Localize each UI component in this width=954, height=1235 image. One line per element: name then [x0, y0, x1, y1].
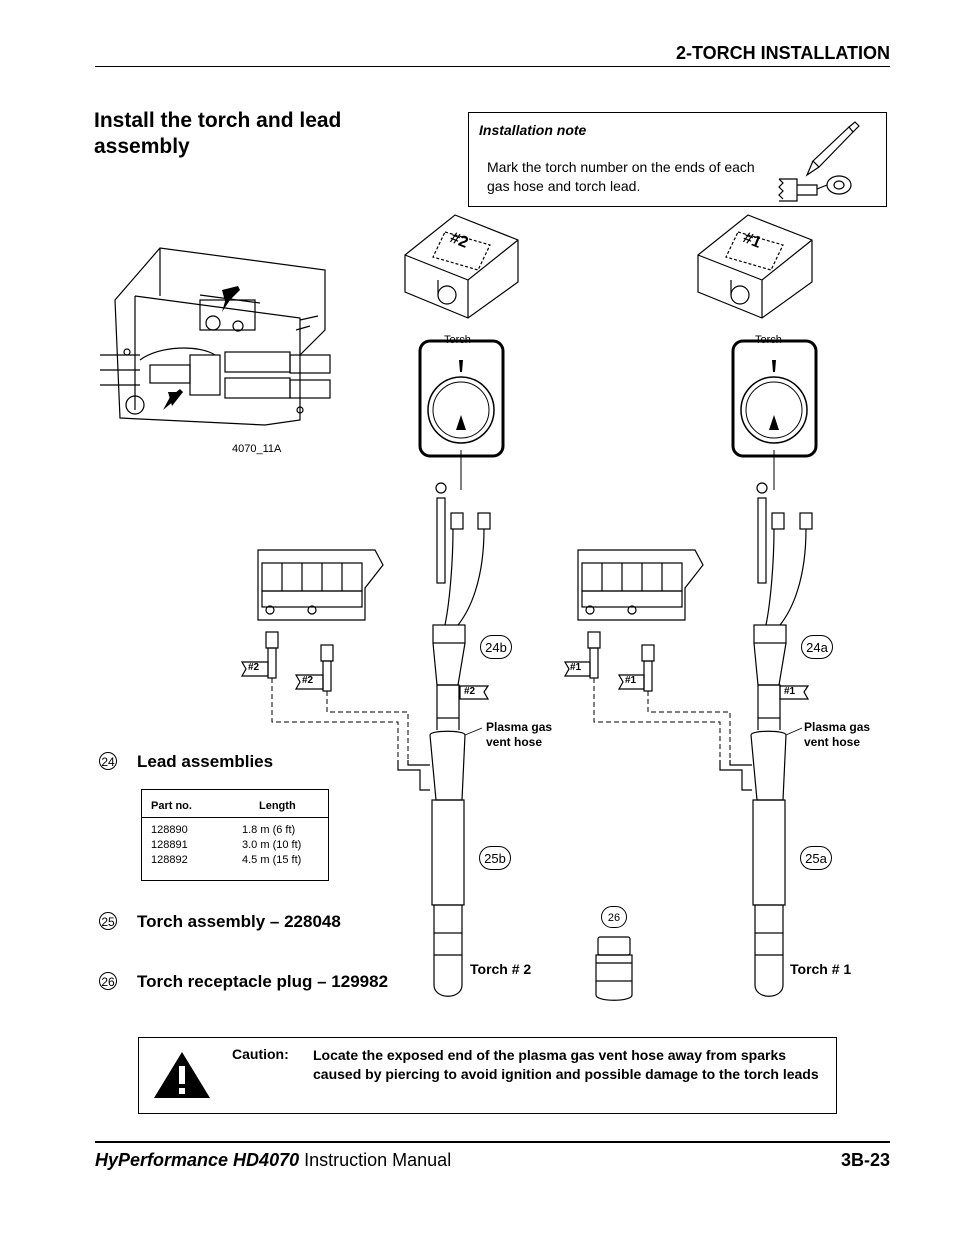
footer-brand: HyPerformance HD4070	[95, 1150, 300, 1170]
caution-text: Locate the exposed end of the plasma gas…	[313, 1047, 819, 1082]
figure-code: 4070_11A	[232, 443, 282, 455]
item-label-lead-assemblies: Lead assemblies	[137, 752, 274, 771]
hose-tag-2a: #2	[248, 662, 260, 673]
table-row-3-part: 128892	[151, 854, 188, 866]
hose-tag-1a: #1	[570, 662, 582, 673]
callout-25b: 25b	[479, 846, 511, 870]
table-row-2-length: 3.0 m (10 ft)	[242, 839, 302, 851]
torch-label-right: Torch	[755, 334, 782, 346]
table-row-3-length: 4.5 m (15 ft)	[242, 854, 302, 866]
table-header-part-no: Part no.	[151, 800, 192, 812]
installation-note-box: Installation note Mark the torch number …	[468, 112, 887, 207]
lead-tag-1: #1	[784, 686, 796, 697]
page-number: 3B-23	[840, 1150, 890, 1170]
header-rule	[95, 66, 890, 67]
item-label-torch-assembly: Torch assembly – 228048	[137, 912, 341, 931]
vent-hose-label-left: Plasma gas vent hose	[486, 720, 553, 749]
torch-1-label: Torch # 1	[790, 961, 852, 977]
footer-manual-text: Instruction Manual	[299, 1150, 452, 1170]
torch-label-left: Torch	[444, 334, 471, 346]
callout-24a: 24a	[801, 635, 833, 659]
footer-manual-title: HyPerformance HD4070 Instruction Manual	[95, 1150, 451, 1171]
table-row-1-length: 1.8 m (6 ft)	[242, 824, 296, 836]
footer-rule	[95, 1141, 890, 1143]
item-number-25: 25	[99, 912, 117, 930]
section-header: 2-TORCH INSTALLATION	[676, 43, 890, 63]
table-header-length: Length	[259, 800, 296, 812]
pen-and-tape-icon	[778, 121, 860, 202]
item-label-receptacle-plug: Torch receptacle plug – 129982	[137, 972, 389, 991]
note-text: Mark the torch number on the ends of eac…	[487, 159, 755, 194]
table-row-2-part: 128891	[151, 839, 188, 851]
item-number-24: 24	[99, 752, 117, 770]
callout-24b: 24b	[480, 635, 512, 659]
lead-tag-2: #2	[464, 686, 476, 697]
parts-table: Part no. Length 128890 1.8 m (6 ft) 1288…	[141, 789, 329, 881]
table-divider	[142, 817, 328, 818]
caution-box: Caution: Locate the exposed end of the p…	[138, 1037, 837, 1114]
callout-25a: 25a	[800, 846, 832, 870]
torch-lead-diagram	[100, 214, 818, 1001]
hose-tag-1b: #1	[625, 675, 637, 686]
torch-2-label: Torch # 2	[470, 961, 532, 977]
hose-tag-2b: #2	[302, 675, 314, 686]
callout-26: 26	[601, 906, 627, 928]
warning-icon	[154, 1052, 210, 1098]
vent-hose-label-right: Plasma gas vent hose	[804, 720, 871, 749]
table-row-1-part: 128890	[151, 824, 188, 836]
caution-label: Caution:	[232, 1046, 289, 1062]
note-title: Installation note	[479, 122, 587, 138]
page-title: Install the torch and lead assembly	[94, 109, 342, 158]
item-number-26: 26	[99, 972, 117, 990]
